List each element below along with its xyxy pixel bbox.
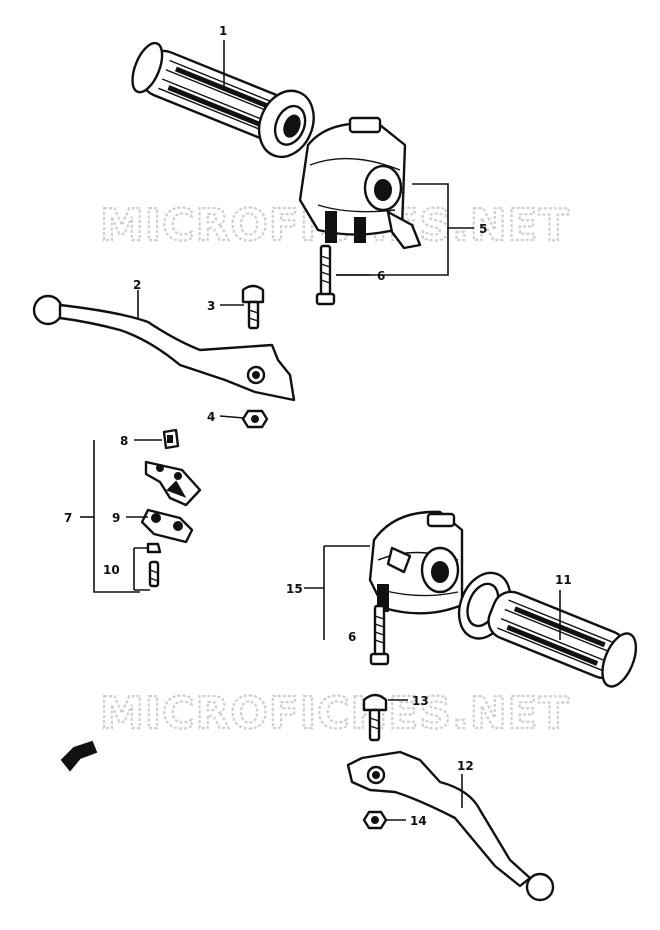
callout-7: 7 [64, 511, 72, 525]
screw-part-6-lower [369, 604, 390, 666]
callout-6-upper: 6 [377, 269, 385, 283]
left-switch-housing-part-5 [298, 116, 422, 250]
callout-13: 13 [412, 694, 429, 708]
callout-3: 3 [207, 299, 215, 313]
left-grip-part-1 [131, 41, 315, 159]
callout-14: 14 [410, 814, 427, 828]
nut-part-14 [362, 810, 388, 830]
callout-2: 2 [133, 278, 141, 292]
callout-1: 1 [219, 24, 227, 38]
callout-6-lower: 6 [348, 630, 356, 644]
lever-bolt-part-13 [362, 693, 388, 742]
leader-lines [80, 40, 561, 821]
bracket-assembly-part-7 [144, 460, 202, 507]
left-lever-part-2 [32, 294, 296, 402]
right-grip-part-11 [457, 571, 638, 688]
callout-4: 4 [207, 410, 215, 424]
callout-8: 8 [120, 434, 128, 448]
callout-12: 12 [457, 759, 474, 773]
callout-9: 9 [112, 511, 120, 525]
callout-5: 5 [479, 222, 487, 236]
nut-part-4 [241, 409, 269, 429]
callout-15: 15 [286, 582, 303, 596]
right-lever-part-12 [346, 750, 555, 902]
screws-part-10 [146, 542, 162, 588]
watermark-bottom: MICROFICHES.NET [100, 688, 570, 739]
callout-11: 11 [555, 573, 572, 587]
screw-part-6-upper [315, 244, 336, 306]
right-switch-housing-part-15 [368, 510, 464, 615]
lever-bolt-part-3 [241, 284, 265, 330]
callout-10: 10 [103, 563, 120, 577]
direction-arrow-icon [60, 740, 98, 772]
clamp-part-9 [140, 508, 194, 544]
bolt-part-8 [162, 428, 180, 450]
